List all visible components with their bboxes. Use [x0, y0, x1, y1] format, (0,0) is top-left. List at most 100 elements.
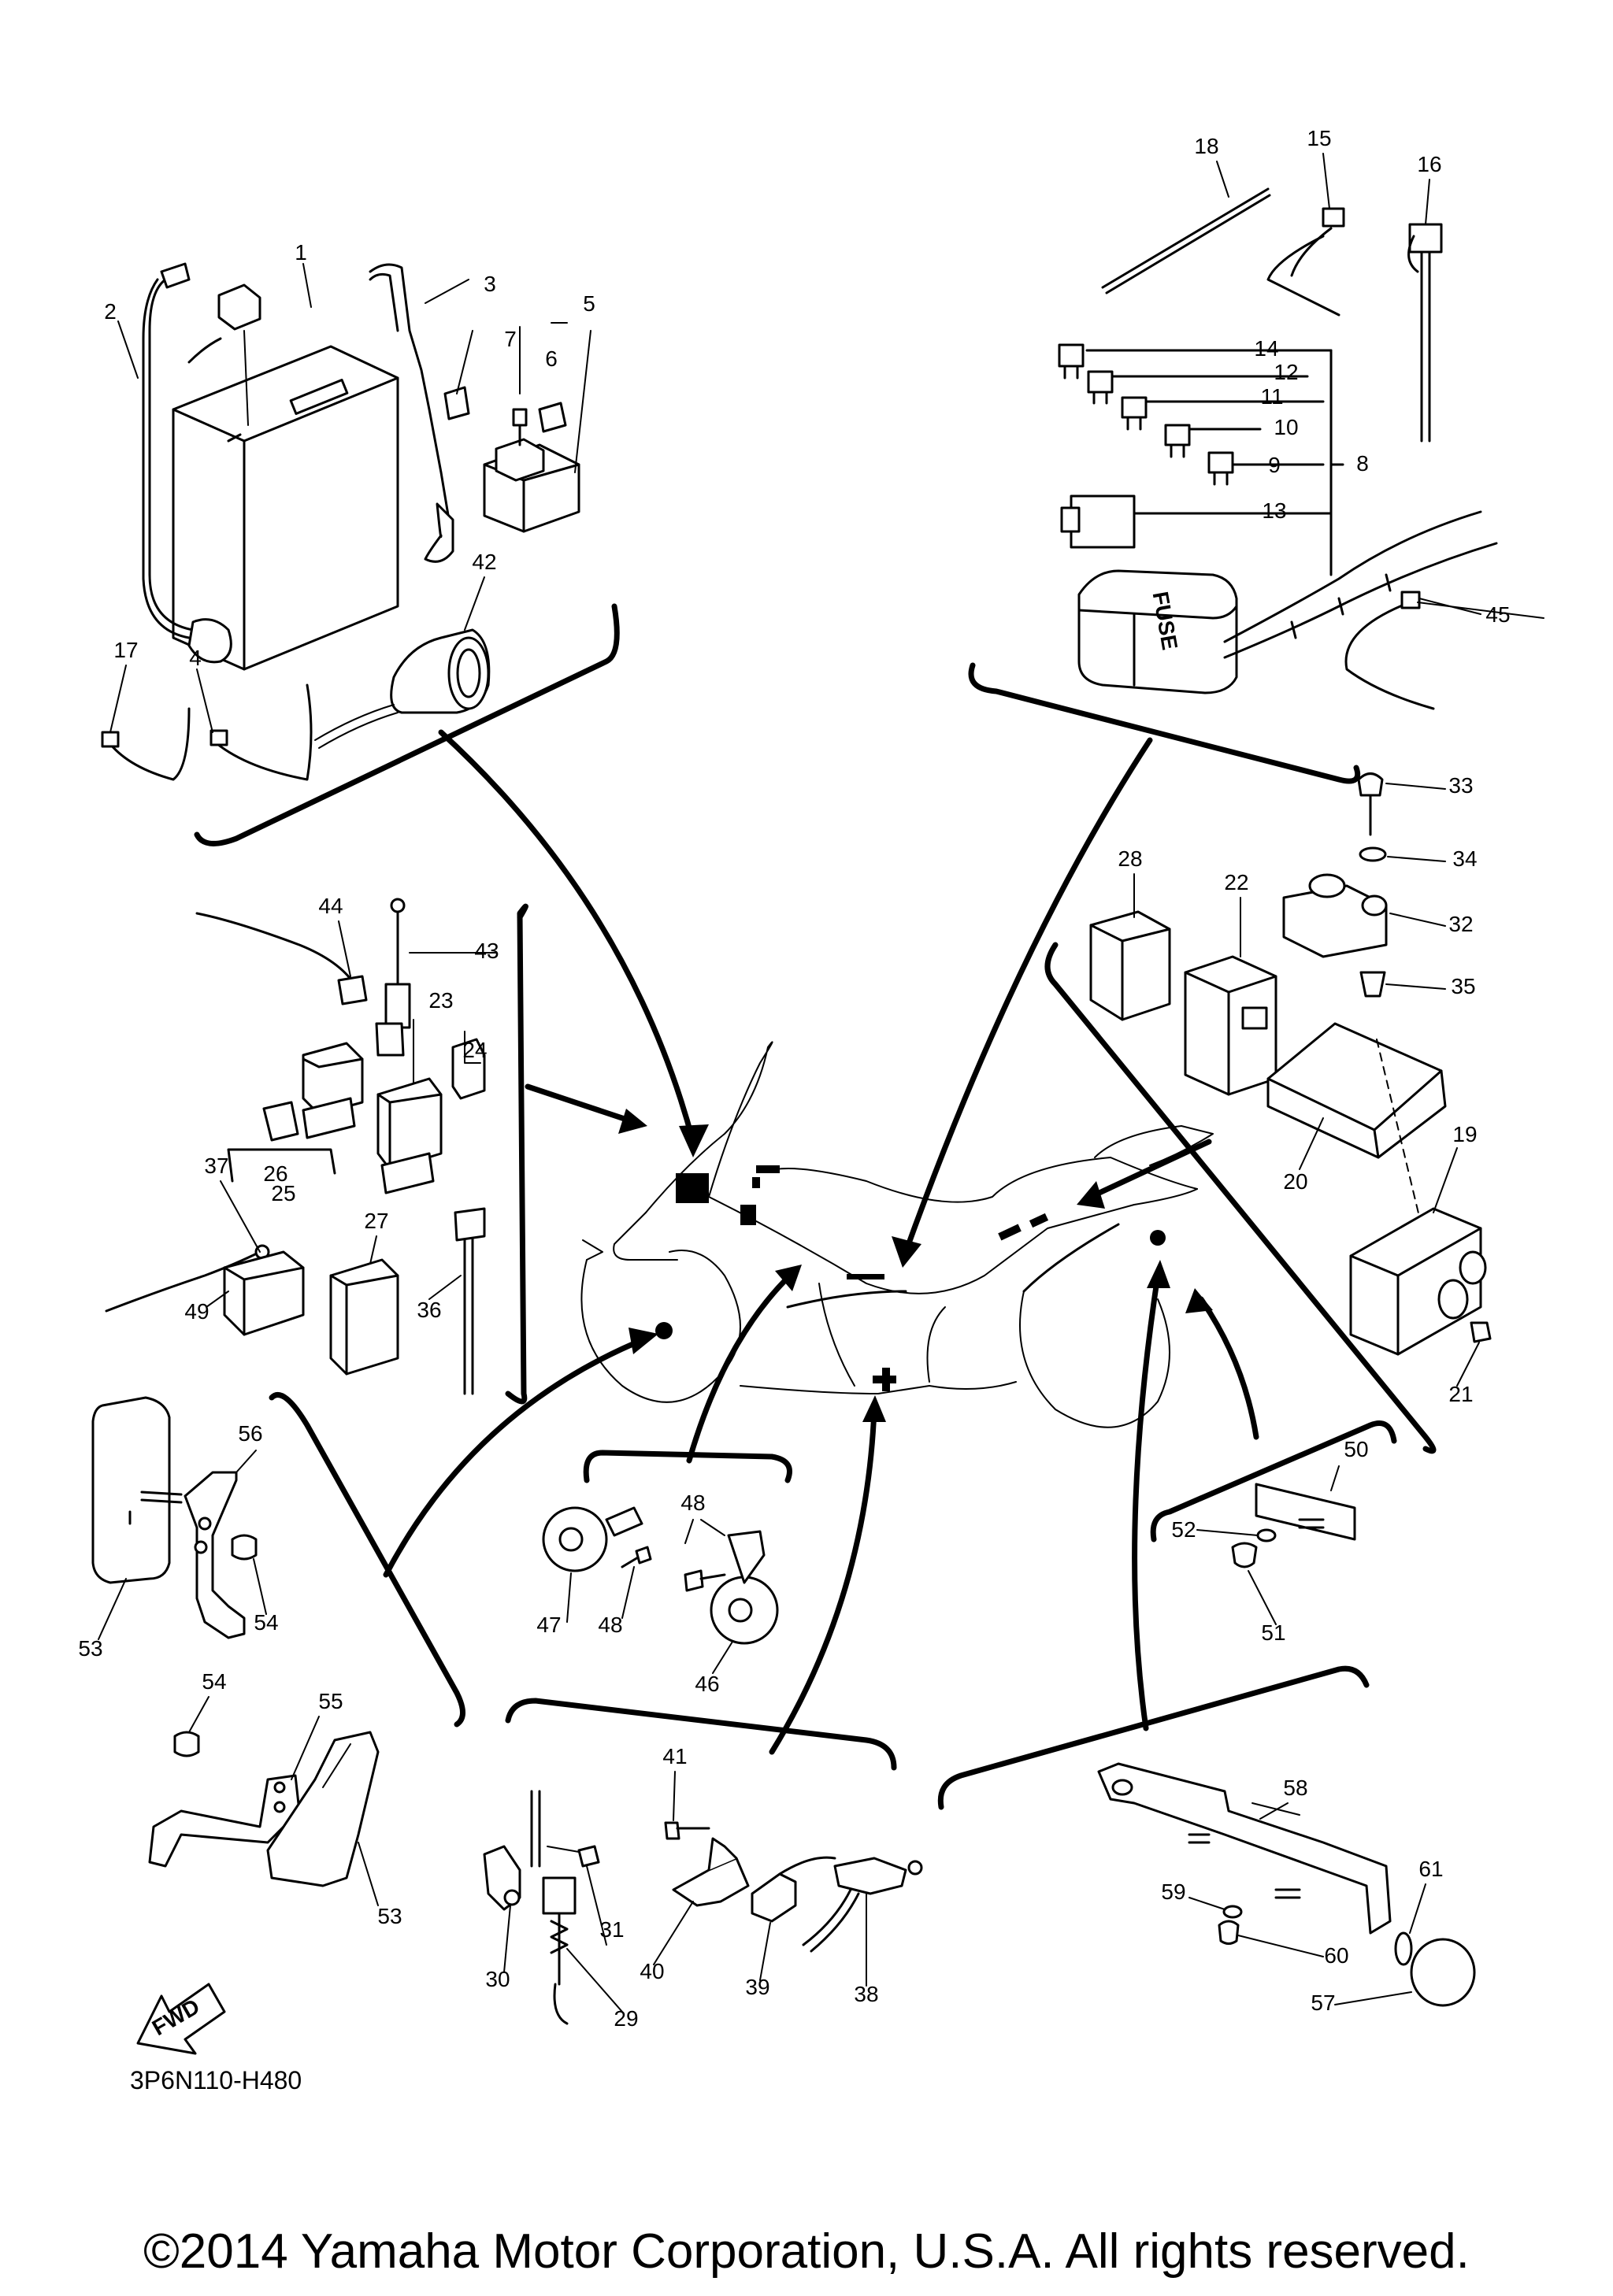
fuse-6	[538, 402, 567, 433]
reflector-53	[91, 1396, 171, 1584]
callout-44: 44	[318, 894, 343, 918]
callout-45: 45	[1485, 602, 1510, 627]
stud	[140, 1491, 183, 1504]
cable-tie-44	[195, 912, 356, 986]
callout-14: 14	[1254, 336, 1278, 361]
callout-25: 25	[271, 1181, 295, 1205]
callout-6: 6	[545, 346, 558, 371]
motorcycle-outline	[580, 1041, 1214, 1428]
callout-23: 23	[428, 988, 453, 1013]
callout-36: 36	[417, 1298, 441, 1322]
cable-tie-15	[1266, 235, 1340, 317]
battery-cover-cap	[217, 283, 261, 331]
relay-23	[376, 1077, 443, 1171]
callout-15: 15	[1307, 126, 1331, 150]
bolt-48b	[684, 1569, 704, 1592]
ring-61	[1394, 1931, 1413, 1966]
callout-9: 9	[1268, 453, 1281, 477]
callout-32: 32	[1448, 912, 1473, 936]
callout-28: 28	[1118, 846, 1142, 871]
callout-52: 52	[1171, 1517, 1196, 1542]
callout-61: 61	[1418, 1857, 1443, 1881]
bolt-41	[664, 1821, 680, 1840]
copyright-notice: ©2014 Yamaha Motor Corporation, U.S.A. A…	[143, 2224, 1470, 2279]
callout-60: 60	[1324, 1943, 1348, 1968]
nut-21	[1470, 1321, 1492, 1343]
relay-28	[1089, 910, 1171, 1021]
callout-47: 47	[536, 1613, 561, 1637]
callout-34: 34	[1452, 846, 1477, 871]
callout-42: 42	[472, 550, 496, 574]
callout-4: 4	[189, 646, 202, 670]
callout-46: 46	[695, 1672, 719, 1696]
callout-24: 24	[462, 1038, 487, 1062]
callout-37: 37	[204, 1154, 228, 1178]
fuses-8	[1058, 343, 1344, 576]
cable-tie-18	[1101, 187, 1270, 289]
callout-43: 43	[474, 939, 499, 963]
nut-54b	[173, 1731, 200, 1757]
collar-35	[1359, 971, 1386, 998]
bracket-58	[1097, 1762, 1392, 1935]
callout-numbers: 1 2 3 4 5 6 7 8 9 10 11 12 13 14 15 16 1…	[78, 126, 1544, 2031]
callout-33: 33	[1448, 773, 1473, 798]
callout-51: 51	[1261, 1620, 1285, 1645]
callout-1: 1	[295, 240, 307, 265]
callout-48a: 48	[680, 1491, 705, 1515]
switch-39	[751, 1872, 797, 1923]
callout-50: 50	[1344, 1437, 1368, 1461]
relay-group	[105, 898, 486, 1395]
callout-20: 20	[1283, 1169, 1307, 1194]
callout-48b: 48	[598, 1613, 622, 1637]
screw-33	[1357, 772, 1384, 797]
callout-41: 41	[662, 1744, 687, 1768]
fwd-arrow-icon: FWD	[136, 1983, 226, 2055]
cable-tie-37	[105, 1250, 261, 1313]
nut-60	[1218, 1920, 1240, 1945]
horn-group	[542, 1506, 779, 1645]
front-reflector-group	[91, 1396, 380, 1887]
reflector-53b	[266, 1731, 380, 1887]
bracket-56	[184, 1471, 246, 1639]
bolt-7	[512, 408, 528, 427]
license-light-57	[1410, 1938, 1476, 2007]
bolt-48a	[635, 1546, 652, 1565]
callout-54b: 54	[202, 1669, 226, 1694]
fuse-box-group	[1058, 187, 1498, 710]
cable-tie-4	[211, 683, 313, 781]
relay-24	[451, 1038, 486, 1100]
callout-49: 49	[184, 1299, 209, 1324]
callout-57: 57	[1311, 1990, 1335, 2015]
rear-reflector-group	[1231, 1483, 1356, 1568]
relay-13	[1070, 494, 1136, 549]
cable-tie-45	[1344, 601, 1435, 710]
relay-26	[262, 1101, 299, 1142]
callout-53b: 53	[377, 1904, 402, 1928]
callout-27: 27	[364, 1209, 388, 1233]
callout-11: 11	[1260, 384, 1283, 409]
nut-54a	[231, 1534, 258, 1561]
callout-3: 3	[484, 272, 496, 296]
washer-59	[1222, 1905, 1243, 1919]
fuse-box	[1077, 569, 1238, 694]
callout-59: 59	[1161, 1879, 1185, 1904]
bracket-20	[1266, 1022, 1447, 1159]
group-brackets	[194, 603, 1437, 1810]
leader-lines	[383, 729, 1259, 1755]
callout-2: 2	[104, 299, 117, 324]
cdi-group	[1089, 772, 1492, 1356]
callout-53a: 53	[78, 1636, 102, 1661]
switch-group	[483, 1790, 923, 2025]
washer-52	[1256, 1528, 1277, 1542]
callout-40: 40	[640, 1959, 664, 1983]
battery-1	[172, 345, 399, 671]
sensor-32	[1282, 884, 1388, 958]
callout-31: 31	[599, 1917, 624, 1942]
callout-19: 19	[1452, 1122, 1477, 1146]
callout-30: 30	[485, 1967, 510, 1991]
switch-38	[833, 1857, 907, 1895]
nut-51	[1231, 1542, 1258, 1568]
cable-tie-17	[109, 707, 191, 781]
callout-17: 17	[113, 638, 138, 662]
callout-22: 22	[1224, 870, 1248, 894]
